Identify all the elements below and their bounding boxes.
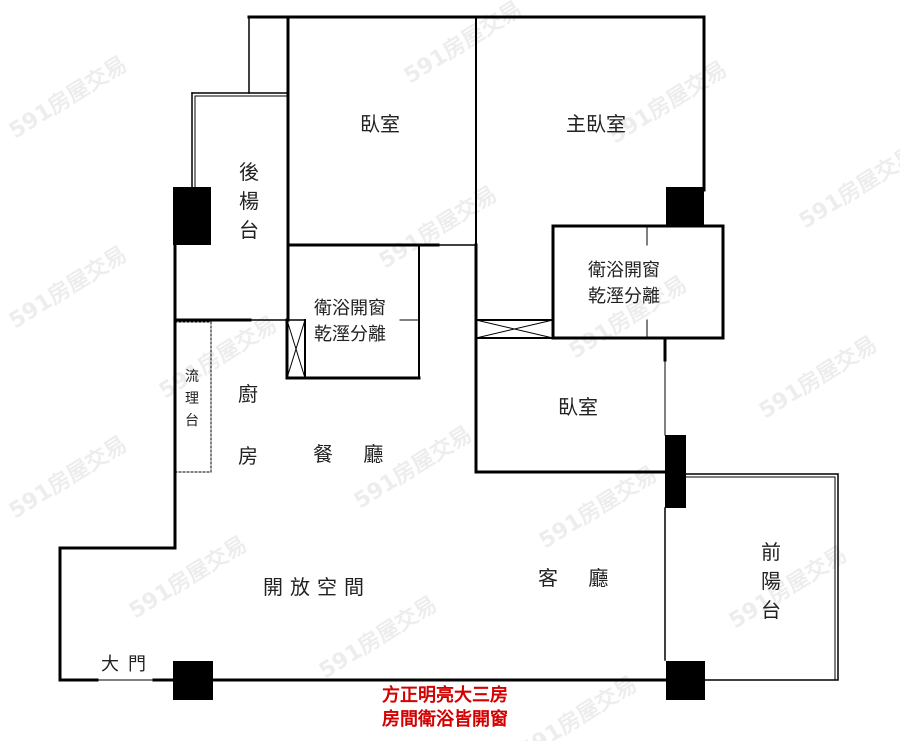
room-label-front-balcony: 前 陽 台	[761, 540, 781, 622]
room-label-bedroom: 臥室	[360, 112, 400, 136]
room-label-dining: 餐 廳	[313, 442, 396, 466]
room-label-bath-right: 衛浴開窗 乾溼分離	[588, 260, 660, 307]
room-label-open-space: 開放空間	[263, 575, 371, 599]
room-label-counter: 流 理 台	[185, 369, 199, 429]
room-label-living: 客 廳	[538, 566, 621, 590]
room-label-kitchen-2: 房	[238, 444, 258, 468]
room-label-rear-balcony: 後 楊 台	[239, 160, 259, 242]
room-label-bedroom-b: 臥室	[558, 395, 598, 419]
room-label-bath-left: 衛浴開窗 乾溼分離	[314, 298, 386, 345]
room-label-master-bedroom: 主臥室	[566, 112, 626, 136]
room-label-kitchen-1: 廚	[238, 382, 258, 406]
main-door-label: 大門	[101, 654, 155, 675]
caption: 方正明亮大三房 房間衛浴皆開窗	[382, 685, 508, 730]
